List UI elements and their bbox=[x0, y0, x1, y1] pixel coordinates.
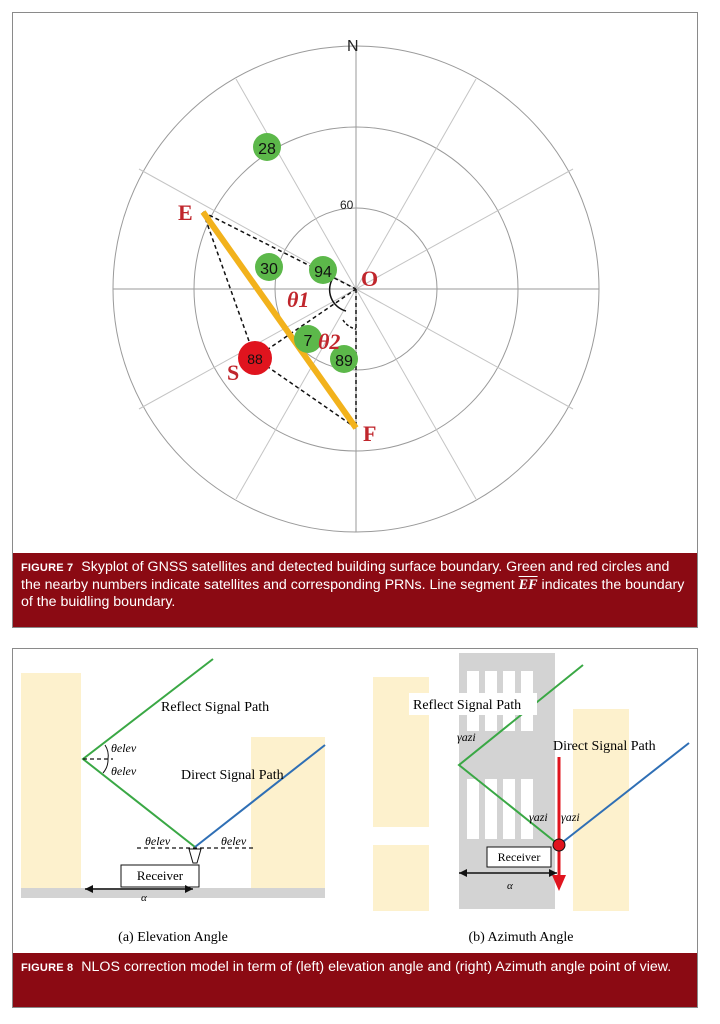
theta-elev-label-1: θelev bbox=[111, 741, 137, 755]
reflect-label-left: Reflect Signal Path bbox=[161, 700, 269, 715]
point-f-label: F bbox=[363, 421, 376, 446]
figure-7-caption: FIGURE 7 Skyplot of GNSS satellites and … bbox=[13, 553, 697, 627]
svg-text:88: 88 bbox=[247, 351, 263, 367]
svg-text:94: 94 bbox=[314, 264, 332, 281]
receiver-label-left: Receiver bbox=[137, 868, 184, 883]
theta2-arc bbox=[342, 319, 357, 330]
gamma-azi-label-2: γazi bbox=[529, 810, 548, 824]
right-building-b bbox=[373, 845, 429, 911]
theta-elev-label-3: θelev bbox=[145, 834, 171, 848]
theta1-label: θ1 bbox=[287, 287, 309, 312]
reflect-label-right: Reflect Signal Path bbox=[413, 698, 521, 713]
skyplot: N 60 28 30 94 7 bbox=[112, 38, 600, 533]
satellite-7: 7 bbox=[294, 325, 322, 353]
theta-elev-label-2: θelev bbox=[111, 764, 137, 778]
reflect-signal-path-right bbox=[457, 664, 584, 846]
point-e-label: E bbox=[178, 200, 193, 225]
subcaption-azimuth: (b) Azimuth Angle bbox=[469, 930, 574, 945]
satellite-30: 30 bbox=[255, 253, 283, 281]
ground bbox=[21, 888, 325, 898]
elevation-60-label: 60 bbox=[340, 198, 354, 212]
subcaption-elevation: (a) Elevation Angle bbox=[118, 930, 228, 945]
left-building-a bbox=[21, 673, 81, 888]
segment-ef: EF bbox=[518, 577, 538, 593]
right-building-c bbox=[573, 709, 629, 911]
receiver-box-left bbox=[120, 864, 200, 888]
point-o-label: O bbox=[361, 266, 378, 291]
figure-7-caption-text-2: indicates the boundary of the buidling b… bbox=[21, 577, 685, 610]
svg-text:30: 30 bbox=[260, 261, 278, 278]
direct-label-right: Direct Signal Path bbox=[553, 739, 656, 754]
direct-signal-path-right bbox=[558, 742, 690, 846]
svg-text:28: 28 bbox=[258, 141, 276, 158]
gamma-azi-label-3: γazi bbox=[561, 810, 580, 824]
receiver-position bbox=[552, 838, 566, 852]
svg-text:7: 7 bbox=[304, 333, 313, 350]
azimuth-diagram: Receiver α Reflect Signal Path Direct Si… bbox=[373, 653, 690, 911]
satellite-89: 89 bbox=[330, 345, 358, 373]
gamma-azi-label-1: γazi bbox=[457, 730, 476, 744]
receiver-label-right: Receiver bbox=[498, 850, 541, 864]
elevation-diagram: Receiver α Reflect Signal Path Direct Si… bbox=[21, 658, 326, 904]
figure-8-caption-text: NLOS correction model in term of (left) … bbox=[81, 959, 672, 975]
theta1-arc bbox=[328, 277, 347, 312]
figure-7-label: FIGURE 7 bbox=[21, 562, 74, 574]
satellite-94: 94 bbox=[309, 256, 337, 284]
point-s-label: S bbox=[227, 360, 239, 385]
theta-elev-label-4: θelev bbox=[221, 834, 247, 848]
north-label: N bbox=[347, 38, 359, 55]
crosswalk bbox=[467, 671, 533, 839]
figure-7-panel: N 60 28 30 94 7 bbox=[12, 12, 698, 628]
svg-text:α: α bbox=[507, 880, 513, 892]
left-building-b bbox=[251, 737, 325, 888]
figure-8-caption: FIGURE 8 NLOS correction model in term o… bbox=[13, 953, 697, 1007]
figure-8-panel: Receiver α Reflect Signal Path Direct Si… bbox=[12, 648, 698, 1008]
satellite-28: 28 bbox=[253, 133, 281, 161]
receiver-box-right bbox=[486, 846, 552, 868]
figure-8-label: FIGURE 8 bbox=[21, 962, 74, 974]
svg-text:α: α bbox=[141, 892, 147, 904]
building-boundary-ef bbox=[200, 210, 359, 430]
direct-signal-path bbox=[194, 744, 326, 848]
figure-7-caption-text: Skyplot of GNSS satellites and detected … bbox=[21, 559, 670, 593]
direct-label-left: Direct Signal Path bbox=[181, 768, 284, 783]
nlos-diagram: Receiver α Reflect Signal Path Direct Si… bbox=[21, 653, 690, 945]
reflect-signal-path bbox=[81, 658, 214, 848]
theta2-label: θ2 bbox=[318, 329, 340, 354]
svg-text:89: 89 bbox=[335, 353, 353, 370]
satellite-88-nlos: 88 bbox=[238, 341, 272, 375]
